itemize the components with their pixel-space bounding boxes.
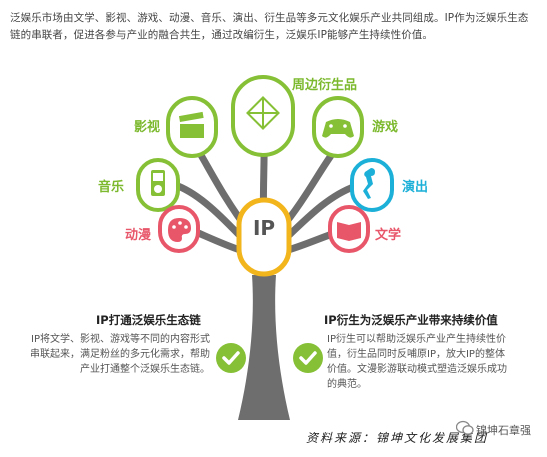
node-performance (350, 158, 394, 212)
book-icon (337, 222, 361, 241)
music-player-icon (151, 170, 165, 196)
label-performance: 演出 (402, 180, 429, 195)
label-anime: 动漫 (125, 228, 152, 243)
node-film (166, 96, 218, 158)
left-section-body: IP将文学、影视、游戏等不同的内容形式串联起来，满足粉丝的多元化需求，帮助产业打… (30, 334, 210, 375)
watermark-text: 锦坤石章强 (476, 424, 531, 437)
node-anime (158, 205, 200, 253)
ip-center-label: IP (252, 216, 276, 240)
node-music (136, 158, 180, 212)
package-icon (246, 96, 280, 130)
node-derivatives (231, 75, 295, 157)
gamepad-icon (322, 119, 354, 138)
ip-center-node (236, 197, 292, 277)
label-games: 游戏 (372, 120, 399, 135)
right-check-icon (293, 343, 323, 373)
right-section-body: IP衍生可以帮助泛娱乐产业产生持续性价值，衍生品同时反哺原IP，放大IP的整体价… (327, 334, 507, 390)
right-section-title: IP衍生为泛娱乐产业带来持续价值 (324, 313, 498, 327)
palette-icon (168, 218, 191, 242)
source-note: 资料来源：锦坤文化发展集团 (306, 431, 489, 445)
node-literature (328, 205, 370, 253)
label-music: 音乐 (98, 180, 125, 195)
tree-trunk (238, 275, 290, 420)
label-derivatives: 周边衍生品 (292, 78, 358, 93)
left-check-icon (216, 343, 246, 373)
node-games (312, 96, 364, 158)
label-literature: 文学 (375, 228, 402, 243)
wechat-icon (456, 420, 474, 435)
intro-text: 泛娱乐市场由文学、影视、游戏、动漫、音乐、演出、衍生品等多元文化娱乐产业共同组成… (10, 12, 529, 41)
clapperboard-icon (178, 111, 204, 138)
dancer-icon (363, 168, 375, 199)
label-film: 影视 (134, 120, 161, 135)
left-section-title: IP打通泛娱乐生态链 (96, 313, 201, 327)
